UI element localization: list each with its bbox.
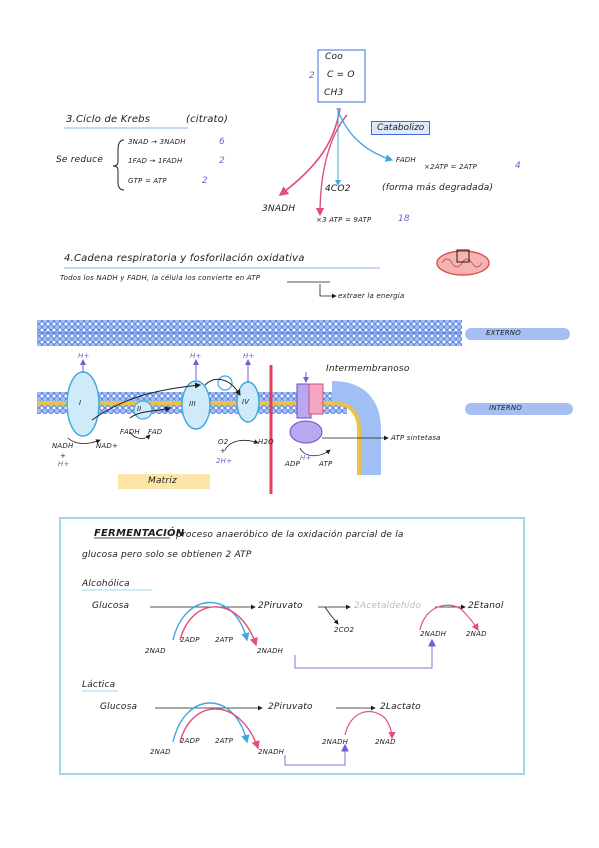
lac-nad2: 2NAD	[375, 738, 396, 746]
molecule-bottom: CH3	[324, 88, 344, 98]
h-plus-2: H+	[190, 352, 202, 360]
chain-line2: extraer la energía	[338, 292, 405, 300]
krebs-nadh-count: 18	[398, 214, 410, 224]
lac-glucosa: Glucosa	[100, 702, 138, 712]
zoom-square	[456, 249, 470, 263]
krebs-nadh: 3NADH	[262, 204, 296, 214]
krebs-row2: 1FAD → 1FADH	[128, 157, 183, 165]
alc-nad: 2NAD	[145, 647, 166, 655]
complex-IV-label: IV	[242, 398, 250, 406]
lac-atp: 2ATP	[215, 737, 234, 745]
molecule-carbon: C = O	[327, 70, 355, 80]
alc-atp: 2ATP	[215, 636, 234, 644]
mitochondrion-icon	[436, 250, 490, 276]
krebs-fadh-atp: ×2ATP = 2ATP	[424, 163, 478, 171]
krebs-red-arrow	[278, 107, 341, 196]
energia-arrow	[319, 284, 337, 299]
cytochrome-c	[217, 375, 233, 391]
ferm-desc2: glucosa pero solo se obtienen 2 ATP	[82, 550, 252, 560]
alc-co2: 2CO2	[334, 626, 355, 634]
lac-piruvato: 2Piruvato	[268, 702, 313, 712]
two-h-label: 2H+	[216, 457, 233, 465]
catabolizo-label: Catabolizo	[371, 121, 431, 135]
krebs-row3-count: 2	[202, 176, 208, 186]
lac-lactato: 2Lactato	[380, 702, 421, 712]
interno-label: INTERNO	[489, 404, 523, 412]
chain-line1: Todos los NADH y FADH, la célula los con…	[60, 274, 261, 282]
h-plus-4: H+	[300, 454, 312, 462]
complex-III-label: III	[189, 400, 196, 408]
adp-label: ADP	[285, 460, 300, 468]
krebs-co2-note: (forma más degradada)	[382, 183, 494, 193]
fad-label: FAD	[148, 428, 163, 436]
nadh-label: NADH	[52, 442, 74, 450]
alc-glucosa: Glucosa	[92, 601, 130, 611]
externo-label: EXTERNO	[486, 329, 521, 337]
lac-nad: 2NAD	[150, 748, 171, 756]
matriz-box	[118, 474, 210, 489]
lac-nadh: 2NADH	[258, 748, 285, 756]
molecule-top: Coo	[325, 52, 343, 62]
alcoholic-title: Alcohólica	[82, 579, 130, 589]
krebs-row1-count: 6	[219, 137, 225, 147]
externo-pill	[465, 328, 570, 340]
ferm-desc1: · proceso anaeróbico de la oxidación par…	[170, 530, 404, 540]
complex-I-label: I	[79, 399, 82, 407]
electron-flow-arrow	[91, 382, 201, 421]
alc-nadh: 2NADH	[257, 647, 284, 655]
h-plus-1: H+	[78, 352, 90, 360]
alc-adp: 2ADP	[180, 636, 200, 644]
krebs-title: 3.Ciclo de Krebs	[66, 114, 151, 125]
alc-nadh2: 2NADH	[420, 630, 447, 638]
alc-acetaldehido: 2Acetaldehído	[354, 601, 422, 611]
h2o-label: H2O	[258, 438, 274, 446]
alc-nad2: 2NAD	[466, 630, 487, 638]
nadh-h: H+	[58, 460, 70, 468]
molecule-coef: 2	[309, 71, 315, 81]
lac-adp: 2ADP	[180, 737, 200, 745]
atp-synthase-head	[289, 420, 323, 444]
matriz-label: Matriz	[148, 476, 177, 486]
krebs-fadh: FADH	[396, 156, 416, 164]
chain-title: 4.Cadena respiratoria y fosforilación ox…	[64, 253, 305, 264]
krebs-nadh-atp: ×3 ATP = 9ATP	[316, 216, 372, 224]
krebs-co2: 4CO2	[325, 184, 351, 194]
krebs-row2-count: 2	[219, 156, 225, 166]
intermembrana-label: Intermembranoso	[326, 364, 410, 374]
complex-II	[133, 400, 153, 420]
fadh-label: FADH	[120, 428, 140, 436]
nadh-plus: +	[60, 452, 67, 460]
interno-pill	[465, 403, 573, 415]
krebs-row3: GTP = ATP	[128, 177, 167, 185]
krebs-fadh-count: 4	[515, 161, 521, 171]
fermentation-box	[59, 517, 525, 775]
molecule-box	[317, 49, 366, 103]
o2-label: O2	[218, 438, 229, 446]
complex-III	[181, 380, 211, 430]
krebs-se-reduce: Se reduce	[56, 155, 104, 165]
krebs-row1: 3NAD → 3NADH	[128, 138, 186, 146]
atp-label: ATP	[319, 460, 333, 468]
o2-plus: +	[220, 447, 227, 455]
alc-piruvato: 2Piruvato	[258, 601, 303, 611]
krebs-blue-arrow	[336, 107, 394, 162]
atp-sintetasa-label: ATP sintetasa	[391, 434, 441, 442]
ferm-title: FERMENTACIÓN	[94, 528, 185, 539]
krebs-brace	[112, 139, 125, 191]
nad-label: NAD+	[96, 442, 119, 450]
alc-etanol: 2Etanol	[468, 601, 504, 611]
complex-I	[66, 371, 100, 437]
lac-nadh2: 2NADH	[322, 738, 349, 746]
lactic-title: Láctica	[82, 680, 116, 690]
krebs-red-arrow-2	[315, 114, 348, 217]
inner-membrane-curve	[331, 381, 381, 475]
h-plus-3: H+	[243, 352, 255, 360]
complex-II-label: II	[137, 405, 142, 413]
krebs-subtitle: (citrato)	[186, 114, 229, 125]
